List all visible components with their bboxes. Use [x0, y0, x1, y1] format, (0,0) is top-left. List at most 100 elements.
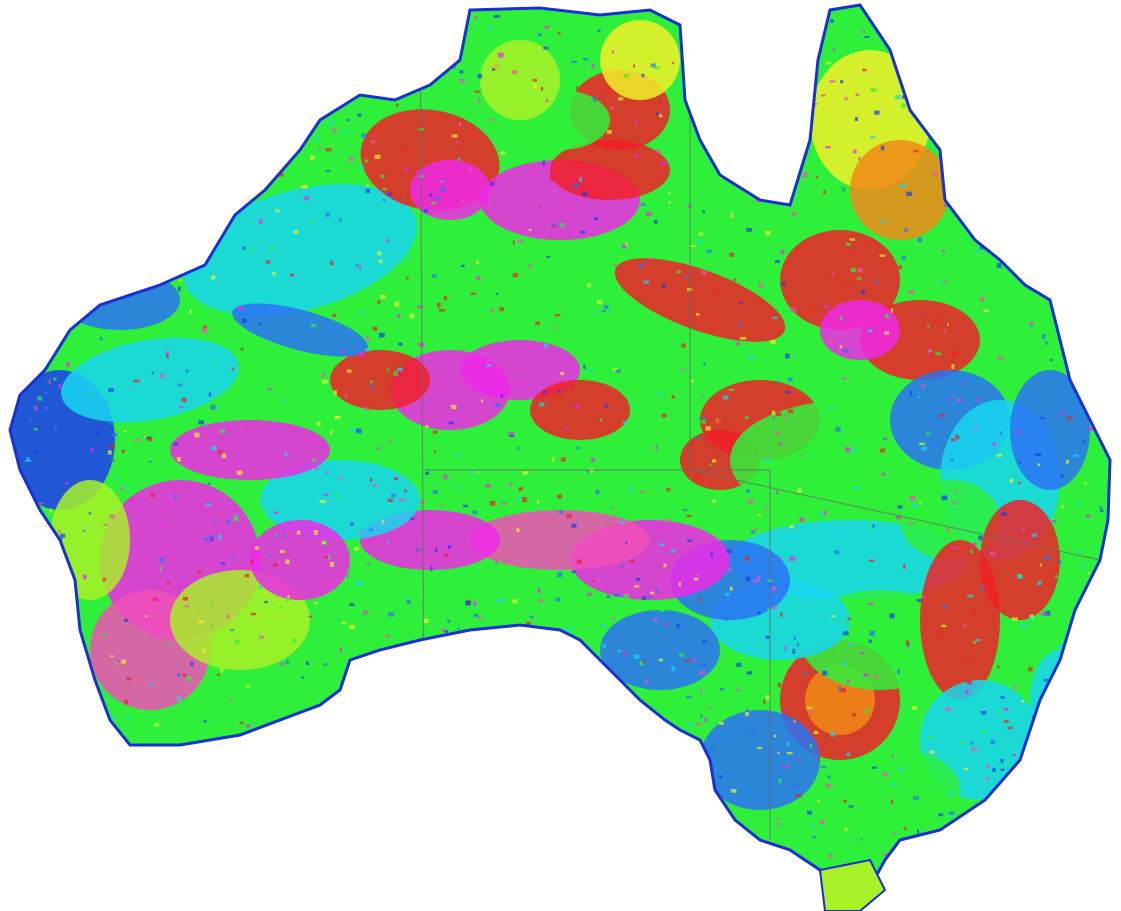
speckle — [153, 380, 157, 384]
speckle — [670, 549, 676, 553]
speckle — [947, 323, 949, 326]
speckle — [150, 493, 155, 498]
speckle — [913, 149, 919, 153]
speckle — [863, 673, 869, 677]
speckle — [777, 682, 782, 688]
speckle — [267, 388, 272, 391]
speckle — [394, 301, 400, 307]
speckle — [1017, 430, 1022, 434]
speckle — [409, 313, 415, 319]
speckle — [178, 279, 183, 282]
anomaly-blob — [530, 380, 630, 440]
speckle — [765, 457, 769, 463]
speckle — [849, 667, 854, 671]
speckle — [897, 505, 903, 509]
speckle — [676, 324, 679, 328]
speckle — [879, 448, 886, 453]
speckle — [338, 431, 342, 436]
speckle — [930, 353, 934, 356]
speckle — [420, 122, 423, 127]
speckle — [900, 184, 906, 188]
speckle — [404, 489, 407, 493]
speckle — [196, 449, 202, 451]
speckle — [974, 426, 977, 431]
speckle — [115, 662, 118, 665]
speckle — [37, 396, 43, 401]
speckle — [787, 377, 793, 382]
speckle — [181, 397, 187, 402]
speckle — [210, 534, 214, 538]
speckle — [440, 186, 446, 192]
speckle — [939, 537, 945, 541]
speckle — [538, 599, 544, 603]
speckle — [1014, 685, 1017, 691]
speckle — [970, 741, 973, 745]
speckle — [752, 579, 759, 583]
speckle — [992, 442, 997, 447]
speckle — [126, 716, 131, 720]
speckle — [908, 290, 915, 294]
speckle — [302, 364, 308, 367]
speckle — [498, 542, 500, 547]
speckle — [1044, 555, 1050, 561]
speckle — [1017, 574, 1023, 579]
speckle — [978, 535, 983, 541]
speckle — [133, 379, 140, 383]
speckle — [946, 528, 951, 532]
speckle — [862, 68, 867, 72]
speckle — [726, 549, 732, 553]
speckle — [935, 352, 941, 356]
speckle — [1001, 512, 1007, 516]
speckle — [560, 457, 566, 462]
speckle — [318, 145, 321, 150]
speckle — [433, 450, 437, 453]
speckle — [596, 116, 602, 120]
speckle — [979, 296, 984, 302]
speckle — [618, 97, 624, 101]
speckle — [365, 348, 370, 352]
speckle — [283, 398, 286, 403]
speckle — [842, 662, 847, 666]
speckle — [544, 25, 550, 29]
speckle — [980, 711, 987, 715]
speckle — [325, 169, 331, 173]
speckle — [941, 495, 948, 501]
speckle — [537, 33, 542, 37]
speckle — [159, 557, 165, 563]
speckle — [496, 598, 503, 603]
speckle — [645, 679, 648, 684]
speckle — [272, 211, 278, 216]
speckle — [477, 73, 483, 79]
speckle — [357, 113, 362, 117]
speckle — [1011, 617, 1018, 621]
speckle — [707, 706, 711, 709]
speckle — [979, 246, 985, 250]
speckle — [903, 564, 906, 569]
speckle — [645, 212, 652, 217]
speckle — [423, 618, 429, 624]
anomaly-blob — [480, 40, 560, 120]
speckle — [60, 533, 66, 538]
speckle — [456, 452, 461, 457]
speckle — [304, 185, 308, 188]
speckle — [177, 383, 183, 387]
speckle — [444, 630, 448, 633]
speckle — [190, 661, 194, 667]
speckle — [488, 118, 494, 121]
speckle — [254, 546, 259, 550]
speckle — [382, 188, 387, 191]
speckle — [554, 314, 561, 317]
speckle — [819, 820, 825, 825]
speckle — [129, 387, 133, 390]
speckle — [715, 291, 720, 295]
speckle — [221, 453, 226, 459]
speckle — [522, 471, 529, 475]
speckle — [909, 390, 913, 396]
speckle — [397, 314, 400, 318]
speckle — [666, 487, 671, 492]
speckle — [661, 413, 667, 418]
speckle — [191, 725, 197, 730]
speckle — [108, 445, 115, 449]
speckle — [323, 493, 329, 496]
speckle — [823, 190, 826, 194]
